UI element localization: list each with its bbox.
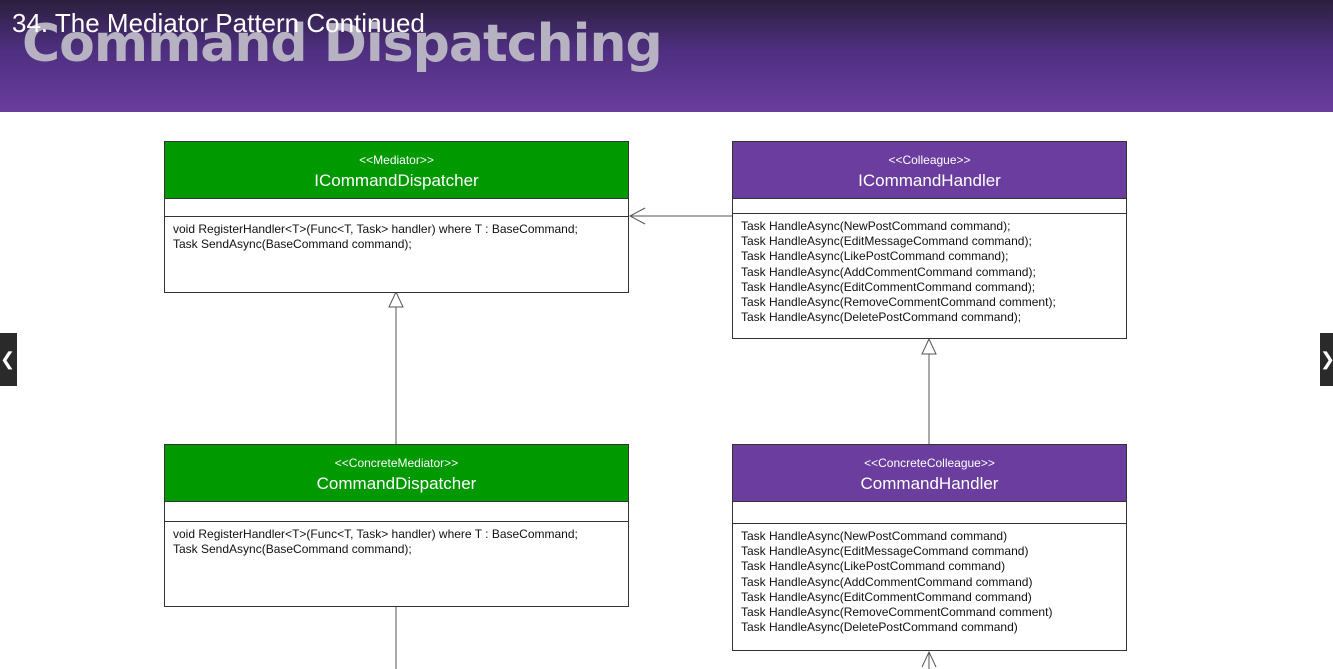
- hollow-triangle-colleague: [921, 337, 937, 355]
- attributes-compartment: [165, 502, 628, 522]
- class-header: <<ConcreteMediator>> CommandDispatcher: [165, 445, 628, 502]
- uml-class-icommanddispatcher: <<Mediator>> ICommandDispatcher void Reg…: [164, 141, 629, 293]
- prev-slide-button[interactable]: ❮: [0, 333, 17, 386]
- operation: Task HandleAsync(NewPostCommand command): [741, 529, 1008, 543]
- class-name: CommandDispatcher: [316, 474, 477, 493]
- chevron-right-icon: ❯: [1320, 333, 1333, 386]
- class-name: CommandHandler: [860, 474, 999, 493]
- attributes-compartment: [733, 199, 1126, 214]
- operations-compartment: void RegisterHandler<T>(Func<T, Task> ha…: [165, 217, 628, 257]
- open-arrow-head: [628, 207, 646, 225]
- operations-compartment: Task HandleAsync(NewPostCommand command)…: [733, 214, 1126, 330]
- operation: Task HandleAsync(AddCommentCommand comma…: [741, 574, 1033, 589]
- stereotype: <<ConcreteColleague>>: [864, 456, 995, 470]
- operations-compartment: Task HandleAsync(NewPostCommand command)…: [733, 524, 1126, 640]
- operation: Task HandleAsync(RemoveCommentCommand co…: [741, 295, 1056, 310]
- operation: void RegisterHandler<T>(Func<T, Task> ha…: [173, 527, 578, 541]
- operation: Task HandleAsync(EditMessageCommand comm…: [741, 544, 1029, 559]
- operation: Task HandleAsync(EditMessageCommand comm…: [741, 234, 1032, 249]
- attributes-compartment: [165, 199, 628, 217]
- class-header: <<Colleague>> ICommandHandler: [733, 142, 1126, 199]
- operation: Task HandleAsync(EditCommentCommand comm…: [741, 279, 1036, 294]
- uml-class-commanddispatcher: <<ConcreteMediator>> CommandDispatcher v…: [164, 444, 629, 607]
- operation: Task SendAsync(BaseCommand command);: [173, 237, 412, 252]
- class-name: ICommandHandler: [858, 171, 1001, 190]
- open-arrow-head-bottom: [921, 650, 937, 668]
- stereotype: <<Colleague>>: [888, 153, 971, 167]
- uml-class-commandhandler: <<ConcreteColleague>> CommandHandler Tas…: [732, 444, 1127, 651]
- operation: Task HandleAsync(AddCommentCommand comma…: [741, 264, 1036, 279]
- next-slide-button[interactable]: ❯: [1320, 333, 1333, 386]
- uml-class-icommandhandler: <<Colleague>> ICommandHandler Task Handl…: [732, 141, 1127, 339]
- operation: Task SendAsync(BaseCommand command);: [173, 542, 412, 557]
- operation: void RegisterHandler<T>(Func<T, Task> ha…: [173, 222, 578, 236]
- chevron-left-icon: ❮: [0, 349, 16, 369]
- slide-title: Command Dispatching: [22, 14, 663, 74]
- slide-header: Command Dispatching 34. The Mediator Pat…: [0, 0, 1333, 112]
- operation: Task HandleAsync(LikePostCommand command…: [741, 559, 1006, 574]
- stereotype: <<Mediator>>: [359, 153, 434, 167]
- operation: Task HandleAsync(DeletePostCommand comma…: [741, 620, 1018, 635]
- class-header: <<Mediator>> ICommandDispatcher: [165, 142, 628, 199]
- operation: Task HandleAsync(NewPostCommand command)…: [741, 219, 1011, 233]
- operation: Task HandleAsync(RemoveCommentCommand co…: [741, 605, 1053, 620]
- operations-compartment: void RegisterHandler<T>(Func<T, Task> ha…: [165, 522, 628, 562]
- class-header: <<ConcreteColleague>> CommandHandler: [733, 445, 1126, 502]
- stereotype: <<ConcreteMediator>>: [334, 456, 459, 470]
- attributes-compartment: [733, 502, 1126, 524]
- operation: Task HandleAsync(EditCommentCommand comm…: [741, 589, 1032, 604]
- class-name: ICommandDispatcher: [314, 171, 479, 190]
- slide-subtitle: 34. The Mediator Pattern Continued: [12, 8, 425, 38]
- operation: Task HandleAsync(DeletePostCommand comma…: [741, 310, 1022, 325]
- hollow-triangle-mediator: [388, 290, 404, 308]
- operation: Task HandleAsync(LikePostCommand command…: [741, 249, 1009, 264]
